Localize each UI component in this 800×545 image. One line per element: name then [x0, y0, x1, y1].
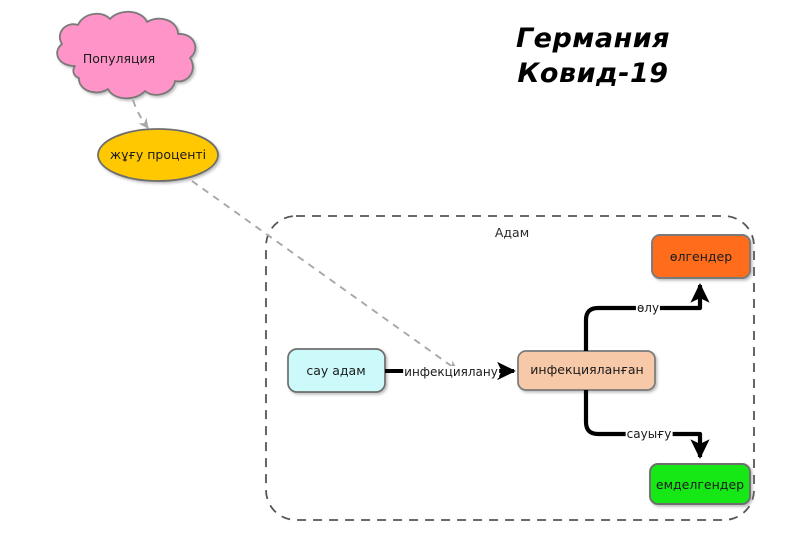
node-label-recovered: емделгендер — [655, 476, 745, 492]
page-title: Германия Ковид-19 — [516, 22, 670, 91]
edge-death — [583, 283, 710, 351]
node-infection-rate[interactable] — [97, 128, 219, 182]
container-adam — [265, 215, 755, 521]
node-label-infected: инфекцияланған — [530, 361, 644, 377]
node-label-population: Популяция — [82, 50, 156, 66]
edge-rate-to-infection — [191, 180, 458, 371]
node-recovered[interactable] — [649, 463, 751, 505]
edge-population-to-rate — [132, 99, 149, 129]
container-label-adam: Адам — [494, 224, 530, 240]
node-label-healthy: сау адам — [306, 362, 366, 378]
title-line-1: Германия — [515, 23, 670, 54]
edge-label-infection: инфекциялану — [403, 365, 499, 379]
title-line-2: Ковид-19 — [517, 57, 669, 89]
edge-recovery — [583, 390, 710, 459]
node-population[interactable] — [56, 10, 197, 100]
node-label-dead: өлгендер — [669, 248, 733, 264]
edge-label-recovery: сауығу — [625, 427, 673, 441]
node-label-infection-rate: жұғу проценті — [109, 146, 207, 162]
edge-label-death: өлу — [635, 301, 661, 315]
node-dead[interactable] — [651, 234, 751, 279]
